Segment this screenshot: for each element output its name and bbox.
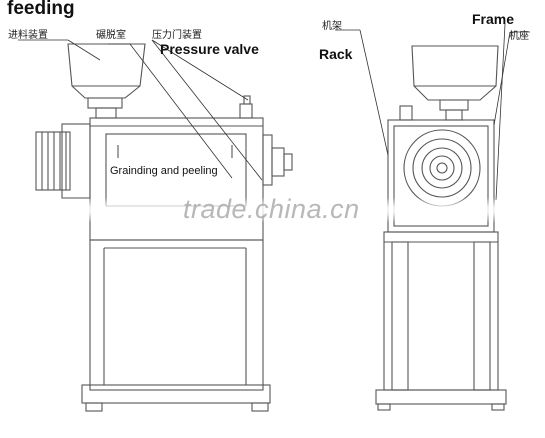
label-feeding: feeding: [7, 0, 75, 19]
right-hopper: [411, 45, 499, 101]
watermark-band: [0, 197, 545, 223]
left-machine-side-view: [35, 43, 293, 412]
leader-lines: [18, 23, 530, 201]
label-grinding-peeling: Grainding and peeling: [110, 165, 218, 177]
label-frame: Frame: [472, 11, 515, 27]
label-rack-cn: 机架: [322, 21, 342, 32]
right-frame: [383, 231, 499, 391]
label-pressure-door-cn: 压力门装置: [152, 30, 202, 41]
right-machine-front-view: [375, 45, 507, 411]
label-rack: Rack: [319, 46, 353, 62]
roller-outer: [403, 129, 481, 207]
left-pulley: [35, 131, 71, 191]
label-pressure-valve: Pressure valve: [160, 41, 259, 57]
label-base-cn: 机座: [509, 31, 529, 42]
left-frame: [89, 239, 264, 391]
watermark: trade.china.cn: [183, 194, 360, 224]
left-hopper: [67, 43, 146, 99]
label-feeding-cn: 进料装置: [8, 30, 48, 41]
label-grinding-chamber-cn: 碾脱室: [96, 30, 126, 41]
